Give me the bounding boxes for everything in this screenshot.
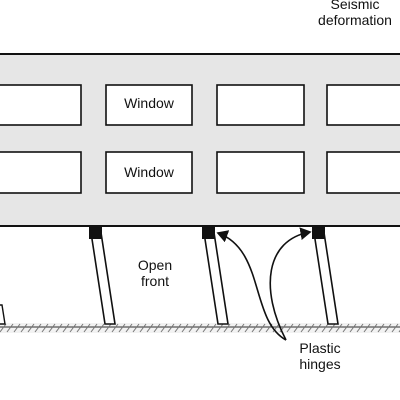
ground-hatch-mark [48, 323, 56, 333]
ground-hatch-mark [370, 323, 378, 333]
ground-surface [0, 323, 400, 333]
seismic-deformation-label: Seismic deformation [300, 0, 400, 28]
ground [0, 323, 400, 333]
ground-hatch-mark [349, 323, 357, 333]
ground-hatch-mark [391, 323, 399, 333]
ground-hatch [0, 323, 400, 333]
ground-hatch-mark [27, 323, 35, 333]
plastic-line2: hinges [299, 356, 341, 373]
ground-hatch-mark [181, 323, 189, 333]
ground-hatch-mark [146, 323, 154, 333]
ground-hatch-mark [83, 323, 91, 333]
ground-hatch-mark [251, 323, 259, 333]
ground-hatch-mark [342, 323, 350, 333]
ground-hatch-mark [223, 323, 231, 333]
ground-hatch-mark [76, 323, 84, 333]
plastic-line1: Plastic [299, 340, 341, 356]
ground-hatch-mark [300, 323, 308, 333]
ground-hatch-mark [321, 323, 329, 333]
ground-hatch-mark [363, 323, 371, 333]
arrow-to-hinge-3 [269, 227, 312, 341]
ground-hatch-mark [209, 323, 217, 333]
ground-hatch-mark [69, 323, 77, 333]
ground-hatch-mark [307, 323, 315, 333]
ground-hatch-mark [41, 323, 49, 333]
window-row1-col2 [105, 84, 193, 126]
seismic-line2: deformation [318, 12, 392, 29]
plastic-hinge-1 [89, 225, 102, 239]
ground-hatch-mark [356, 323, 364, 333]
column-4 [312, 225, 339, 325]
ground-hatch-mark [188, 323, 196, 333]
ground-hatch-mark [111, 323, 119, 333]
ground-hatch-mark [97, 323, 105, 333]
window-row2-col4 [326, 151, 400, 194]
plastic-hinge-2 [202, 225, 215, 239]
ground-hatch-mark [90, 323, 98, 333]
window-label-bottom: Window [124, 164, 174, 180]
ground-hatch-mark [328, 323, 336, 333]
plastic-hinges-label: Plastic hinges [280, 340, 360, 372]
ground-hatch-mark [6, 323, 14, 333]
ground-hatch-mark [34, 323, 42, 333]
column-2 [89, 225, 116, 325]
window-row1-col3 [216, 84, 305, 126]
window-row2-col1 [0, 151, 82, 194]
ground-hatch-mark [258, 323, 266, 333]
ground-hatch-mark [139, 323, 147, 333]
open-line2: front [140, 273, 169, 290]
column-3 [202, 225, 229, 325]
seismic-line1: Seismic [330, 0, 380, 12]
ground-hatch-mark [202, 323, 210, 333]
ground-hatch-mark [195, 323, 203, 333]
ground-hatch-mark [132, 323, 140, 333]
ground-hatch-mark [13, 323, 21, 333]
plastic-hinge-3 [312, 225, 325, 239]
open-front-label: Open front [125, 257, 185, 289]
ground-hatch-mark [104, 323, 112, 333]
open-line1: Open [137, 257, 173, 273]
ground-hatch-mark [237, 323, 245, 333]
window-row1-col4 [326, 84, 400, 126]
window-label-top: Window [124, 95, 174, 111]
window-row2-col2 [105, 151, 193, 194]
ground-hatch-mark [216, 323, 224, 333]
ground-hatch-mark [286, 323, 294, 333]
ground-hatch-mark [174, 323, 182, 333]
ground-hatch-mark [244, 323, 252, 333]
ground-hatch-mark [125, 323, 133, 333]
column-1-partial [0, 304, 6, 325]
window-row1-col1 [0, 84, 82, 126]
ground-hatch-mark [118, 323, 126, 333]
ground-hatch-mark [20, 323, 28, 333]
window-row2-col3 [216, 151, 305, 194]
ground-hatch-mark [167, 323, 175, 333]
arrow-to-hinge-2 [216, 230, 287, 341]
ground-hatch-mark [0, 323, 7, 333]
building-upper-floors [0, 53, 400, 227]
ground-hatch-mark [153, 323, 161, 333]
ground-hatch-mark [335, 323, 343, 333]
ground-hatch-mark [314, 323, 322, 333]
ground-hatch-mark [55, 323, 63, 333]
ground-hatch-mark [62, 323, 70, 333]
ground-hatch-mark [377, 323, 385, 333]
ground-hatch-mark [384, 323, 392, 333]
ground-hatch-mark [160, 323, 168, 333]
ground-hatch-mark [230, 323, 238, 333]
ground-hatch-mark [293, 323, 301, 333]
